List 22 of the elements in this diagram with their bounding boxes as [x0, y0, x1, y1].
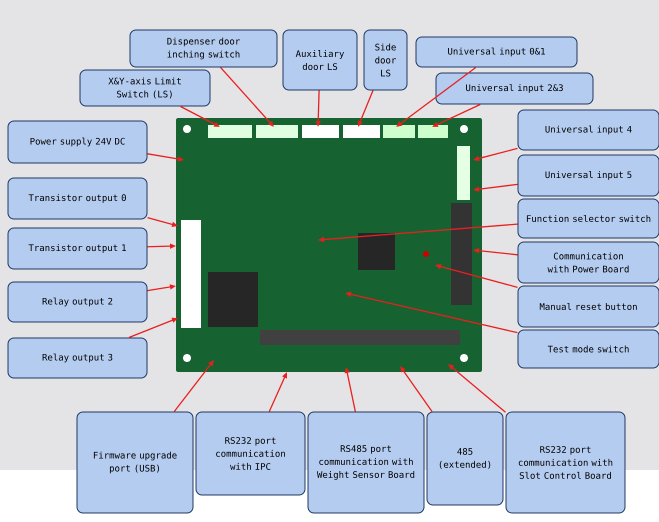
callout-box: Relay output 2 [8, 282, 148, 322]
callout-box: Relay output 3 [8, 337, 148, 378]
callout-box: Universal input 2&3 [436, 72, 594, 104]
callout-box: Manual reset button [518, 286, 659, 328]
callout-box: Communication with Power Board [518, 242, 659, 284]
callout-box: Firmware upgrade port (USB) [76, 412, 194, 514]
callout-box: Transistor output 1 [8, 228, 148, 270]
callout-box: Power supply 24V DC [8, 120, 148, 164]
callout-box: Universal input 0&1 [416, 36, 578, 68]
callout-box: Universal input 5 [518, 154, 659, 196]
callout-box: Dispenser door inching switch [130, 30, 278, 68]
callout-box: X&Y-axis Limit Switch (LS) [80, 70, 210, 106]
callout-box: RS485 port communication with Weight Sensor Board [308, 412, 424, 514]
callout-box: 485 (extended) [426, 412, 504, 506]
callout-box: Auxiliary door LS [282, 30, 358, 90]
callout-box: Universal input 4 [518, 110, 659, 150]
callout-box: Test mode switch [518, 330, 659, 368]
callout-box: RS232 port communication with Slot Control Board [506, 412, 626, 514]
callout-box: Function selector switch [518, 198, 659, 238]
callout-box: RS232 port communication with IPC [196, 412, 306, 496]
callout-box: Side door LS [364, 30, 408, 90]
callout-box: Transistor output 0 [8, 178, 148, 220]
